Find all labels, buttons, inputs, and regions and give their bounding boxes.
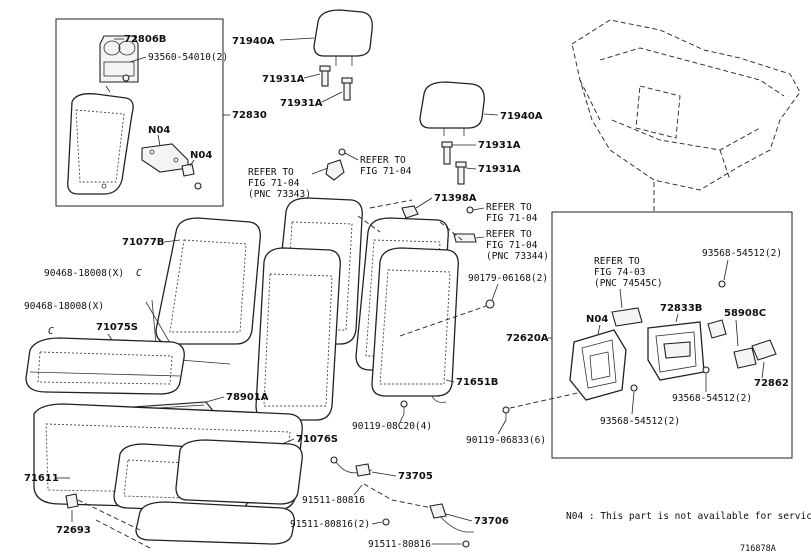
label-58908c: 58908C	[724, 308, 766, 319]
seat-back-assembly-drawing	[145, 197, 459, 421]
refer-71-04-b-line1: REFER TO	[360, 155, 406, 166]
cup-holder-drawing	[99, 35, 139, 93]
dashed-guides-belt	[363, 483, 433, 509]
label-71077b: 71077B	[122, 237, 164, 248]
label-71931a-1b: 71931A	[280, 98, 323, 109]
armrest-bracket-drawing	[141, 143, 202, 190]
label-72833b: 72833B	[660, 303, 702, 314]
label-91511-80816-b: 91511-80816(2)	[290, 519, 370, 530]
guide-2-drawing	[441, 141, 467, 185]
label-78901a: 78901A	[226, 392, 269, 403]
lock-body-72833b-drawing	[647, 321, 705, 381]
refer-71-04-c-line1: REFER TO	[486, 202, 532, 213]
label-90119-06833: 90119-06833(6)	[466, 435, 546, 446]
refer-74-03-line3: (PNC 74545C)	[594, 278, 663, 289]
bolt-06833-drawing	[502, 406, 510, 420]
label-72862: 72862	[754, 378, 789, 389]
nut-icon	[718, 280, 726, 288]
label-71651b: 71651B	[456, 377, 498, 388]
label-90468-18008-a-sym: C	[136, 268, 142, 279]
label-n04-b: N04	[190, 150, 212, 161]
refer-74-03-line1: REFER TO	[594, 256, 640, 267]
label-72620a: 72620A	[506, 333, 549, 344]
label-73705: 73705	[398, 471, 433, 482]
refer-71-04-d-line1: REFER TO	[486, 229, 532, 240]
seat-cushion-pad-drawing	[25, 337, 185, 395]
label-72806b: 72806B	[124, 34, 166, 45]
label-71398a: 71398A	[434, 193, 477, 204]
label-n04-c: N04	[586, 314, 608, 325]
label-71931a-2a: 71931A	[478, 140, 521, 151]
label-91511-80816-a: 91511-80816	[302, 495, 365, 506]
refer-71-04-a-line3: (PNC 73343)	[248, 189, 311, 200]
label-71076s: 71076S	[296, 434, 338, 445]
headrest-2-drawing	[419, 81, 485, 136]
refer-71-04-a-line2: FIG 71-04	[248, 178, 300, 189]
guide-1-drawing	[319, 65, 353, 101]
bolt-08c20-drawing	[400, 400, 408, 414]
hook-72693-drawing	[65, 493, 79, 509]
refer-71-04-b-line2: FIG 71-04	[360, 166, 412, 177]
refer-71-04-d-line3: (PNC 73344)	[486, 251, 549, 262]
label-90468-18008-a: 90468-18008(X)	[44, 268, 124, 279]
belt-73706-drawing	[429, 503, 474, 548]
cover-74545c-drawing	[611, 307, 643, 327]
dashed-guides	[357, 199, 463, 241]
label-71931a-1a: 71931A	[262, 74, 305, 85]
rear-shelf-drawing	[571, 19, 801, 191]
screw-icon	[485, 299, 495, 309]
screw-icon	[466, 206, 474, 214]
spring-drawing	[733, 339, 777, 369]
label-73706: 73706	[474, 516, 509, 527]
recliner-inset-box	[551, 211, 793, 459]
label-71075s: 71075S	[96, 322, 138, 333]
lock-part-58908c-drawing	[707, 319, 727, 339]
label-90468-18008-b: 90468-18008(X)	[24, 301, 104, 312]
label-90179-06168: 90179-06168(2)	[468, 273, 548, 284]
label-93568-54512-c: 93568-54512(2)	[600, 416, 680, 427]
footnote-n04: N04 : This part is not available for ser…	[566, 511, 811, 522]
clip-icon	[382, 518, 390, 526]
clip-73344-drawing	[453, 233, 477, 243]
label-91511-80816-c: 91511-80816	[368, 539, 431, 550]
label-90468-18008-b-sym: C	[48, 326, 54, 337]
label-71940a-2: 71940A	[500, 111, 543, 122]
label-71931a-2b: 71931A	[478, 164, 521, 175]
label-72693: 72693	[56, 525, 91, 536]
armrest-inset-box	[55, 18, 224, 207]
figure-id: 716878A	[740, 544, 776, 554]
nut-icon	[630, 384, 638, 392]
seat-cushion-cover-drawing	[33, 403, 303, 545]
nut-icon	[702, 366, 710, 374]
lock-bracket-n04-drawing	[569, 329, 627, 401]
screw-icon	[122, 74, 130, 82]
dashed-guides-cushion	[77, 499, 151, 549]
armrest-body-drawing	[67, 93, 134, 195]
label-72830: 72830	[232, 110, 267, 121]
refer-74-03-line2: FIG 74-03	[594, 267, 645, 278]
headrest-1-drawing	[313, 9, 373, 66]
label-71611: 71611	[24, 473, 59, 484]
refer-71-04-a-line1: REFER TO	[248, 167, 294, 178]
label-93568-54512-a: 93568-54512(2)	[702, 248, 782, 259]
clip-73343-drawing	[325, 148, 346, 181]
clip-71398a-drawing	[401, 205, 419, 219]
label-93568-54512-b: 93568-54512(2)	[672, 393, 752, 404]
belt-73705-drawing	[330, 456, 373, 477]
label-71940a-1: 71940A	[232, 36, 275, 47]
label-n04-a: N04	[148, 125, 170, 136]
refer-71-04-d-line2: FIG 71-04	[486, 240, 538, 251]
refer-71-04-c-line2: FIG 71-04	[486, 213, 538, 224]
label-93560-54010: 93560-54010(2)	[148, 52, 228, 63]
label-90119-08c20: 90119-08C20(4)	[352, 421, 432, 432]
